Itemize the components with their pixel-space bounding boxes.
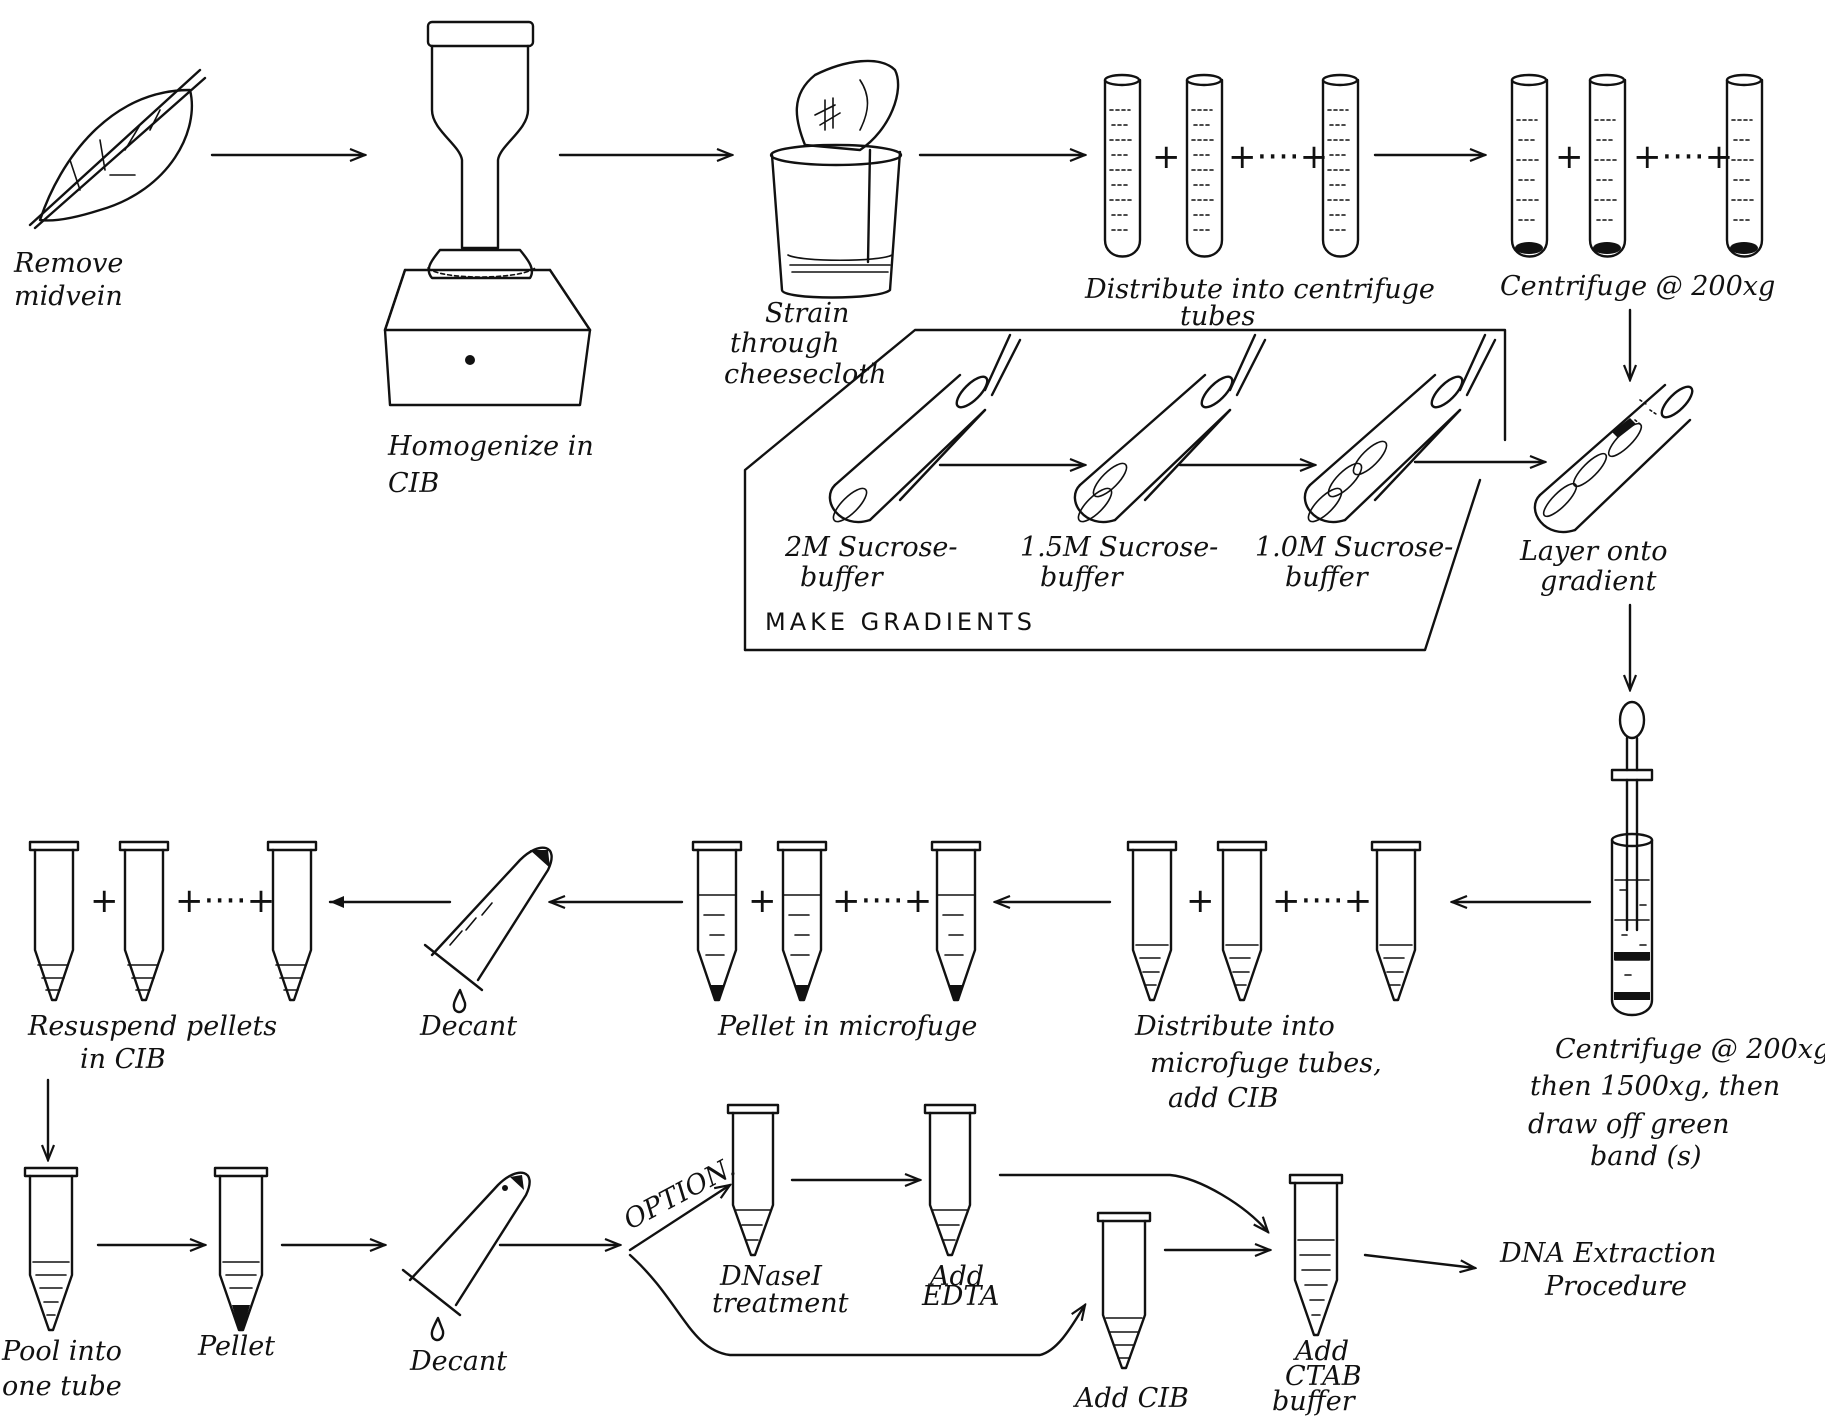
- layer-gradient-label: Layer onto gradient: [1519, 536, 1676, 597]
- pellet-microfuge-label: Pellet in microfuge: [717, 1011, 977, 1042]
- gradient-tube-icon: [1074, 335, 1265, 526]
- make-gradients-label: MAKE GRADIENTS: [765, 608, 1036, 636]
- resuspend-label: Resuspend pellets in CIB: [27, 1011, 286, 1075]
- pellet-label: Pellet: [197, 1331, 275, 1362]
- centrifuge-tube-pellet-icon: [1512, 75, 1547, 257]
- centrifuge-200-label: Centrifuge @ 200xg: [1500, 271, 1775, 302]
- blender-icon: [385, 22, 590, 405]
- add-ctab-label: Add CTAB buffer: [1272, 1336, 1370, 1417]
- centrifuge-tube-icon: [1187, 75, 1222, 257]
- gradient-tube-icon: [1304, 335, 1495, 526]
- microfuge-tube-icon: [268, 842, 316, 1000]
- add-edta-label: Add EDTA: [921, 1261, 999, 1312]
- microfuge-tube-icon: [1290, 1175, 1342, 1335]
- plus-dots-sign: +····+: [832, 881, 932, 921]
- microfuge-tube-icon: [1128, 842, 1176, 1000]
- microfuge-tube-pellet-icon: [932, 842, 980, 1000]
- decant-tube-icon: [403, 1173, 530, 1340]
- layered-gradient-tube-icon: [1535, 382, 1697, 532]
- sucrose-10m-label: 1.0M Sucrose- buffer: [1255, 532, 1462, 593]
- plus-dots-sign: +····+: [1633, 137, 1733, 177]
- plus-dots-sign: +····+: [1272, 881, 1372, 921]
- plus-sign: +: [748, 881, 777, 921]
- microfuge-tube-icon: [925, 1105, 975, 1255]
- microfuge-tube-icon: [1218, 842, 1266, 1000]
- decant-1-label: Decant: [419, 1011, 517, 1042]
- distribute-centrifuge-label: Distribute into centrifuge tubes: [1084, 274, 1443, 332]
- microfuge-tube-icon: [1098, 1213, 1150, 1368]
- microfuge-tube-pellet-icon: [215, 1168, 267, 1330]
- plus-sign: +: [1555, 137, 1584, 177]
- plus-sign: +: [1186, 881, 1215, 921]
- dnase-label: DNaseI treatment: [712, 1261, 849, 1319]
- dna-extraction-label: DNA Extraction Procedure: [1499, 1238, 1725, 1302]
- distribute-microfuge-label: Distribute into microfuge tubes, add CIB: [1134, 1011, 1390, 1114]
- centrifuge-band-label: Centrifuge @ 200xg, then 1500xg, then dr…: [1528, 1034, 1825, 1172]
- remove-midvein-label: Remove midvein: [13, 248, 132, 312]
- microfuge-tube-pellet-icon: [778, 842, 826, 1000]
- arrow-to-add-cib: [630, 1255, 1085, 1355]
- plus-sign: +: [1152, 137, 1181, 177]
- pipette-tube-icon: [1612, 702, 1652, 1015]
- leaf-icon: [30, 70, 205, 228]
- plus-dots-sign: +····+: [1228, 137, 1328, 177]
- strain-label: Strain through cheesecloth: [724, 298, 887, 390]
- centrifuge-tube-icon: [1323, 75, 1358, 257]
- pool-label: Pool into one tube: [1, 1336, 131, 1402]
- add-cib-label: Add CIB: [1072, 1383, 1189, 1414]
- decant-tube-icon: [425, 848, 552, 1012]
- centrifuge-tube-pellet-icon: [1590, 75, 1625, 257]
- microfuge-tube-icon: [25, 1168, 77, 1330]
- decant-2-label: Decant: [409, 1346, 507, 1377]
- beaker-cheesecloth-icon: [771, 61, 901, 298]
- sucrose-2m-label: 2M Sucrose- buffer: [784, 532, 966, 593]
- arrow-18: [1365, 1255, 1475, 1268]
- plus-sign: +: [90, 881, 119, 921]
- sucrose-15m-label: 1.5M Sucrose- buffer: [1020, 532, 1227, 593]
- arrow-16: [1000, 1175, 1268, 1232]
- microfuge-tube-icon: [120, 842, 168, 1000]
- microfuge-tube-icon: [1372, 842, 1420, 1000]
- microfuge-tube-icon: [30, 842, 78, 1000]
- homogenize-label: Homogenize in CIB: [387, 431, 602, 499]
- option-label: OPTION.: [619, 1152, 741, 1236]
- microfuge-tube-pellet-icon: [693, 842, 741, 1000]
- plus-dots-sign: +····+: [175, 881, 275, 921]
- centrifuge-tube-icon: [1105, 75, 1140, 257]
